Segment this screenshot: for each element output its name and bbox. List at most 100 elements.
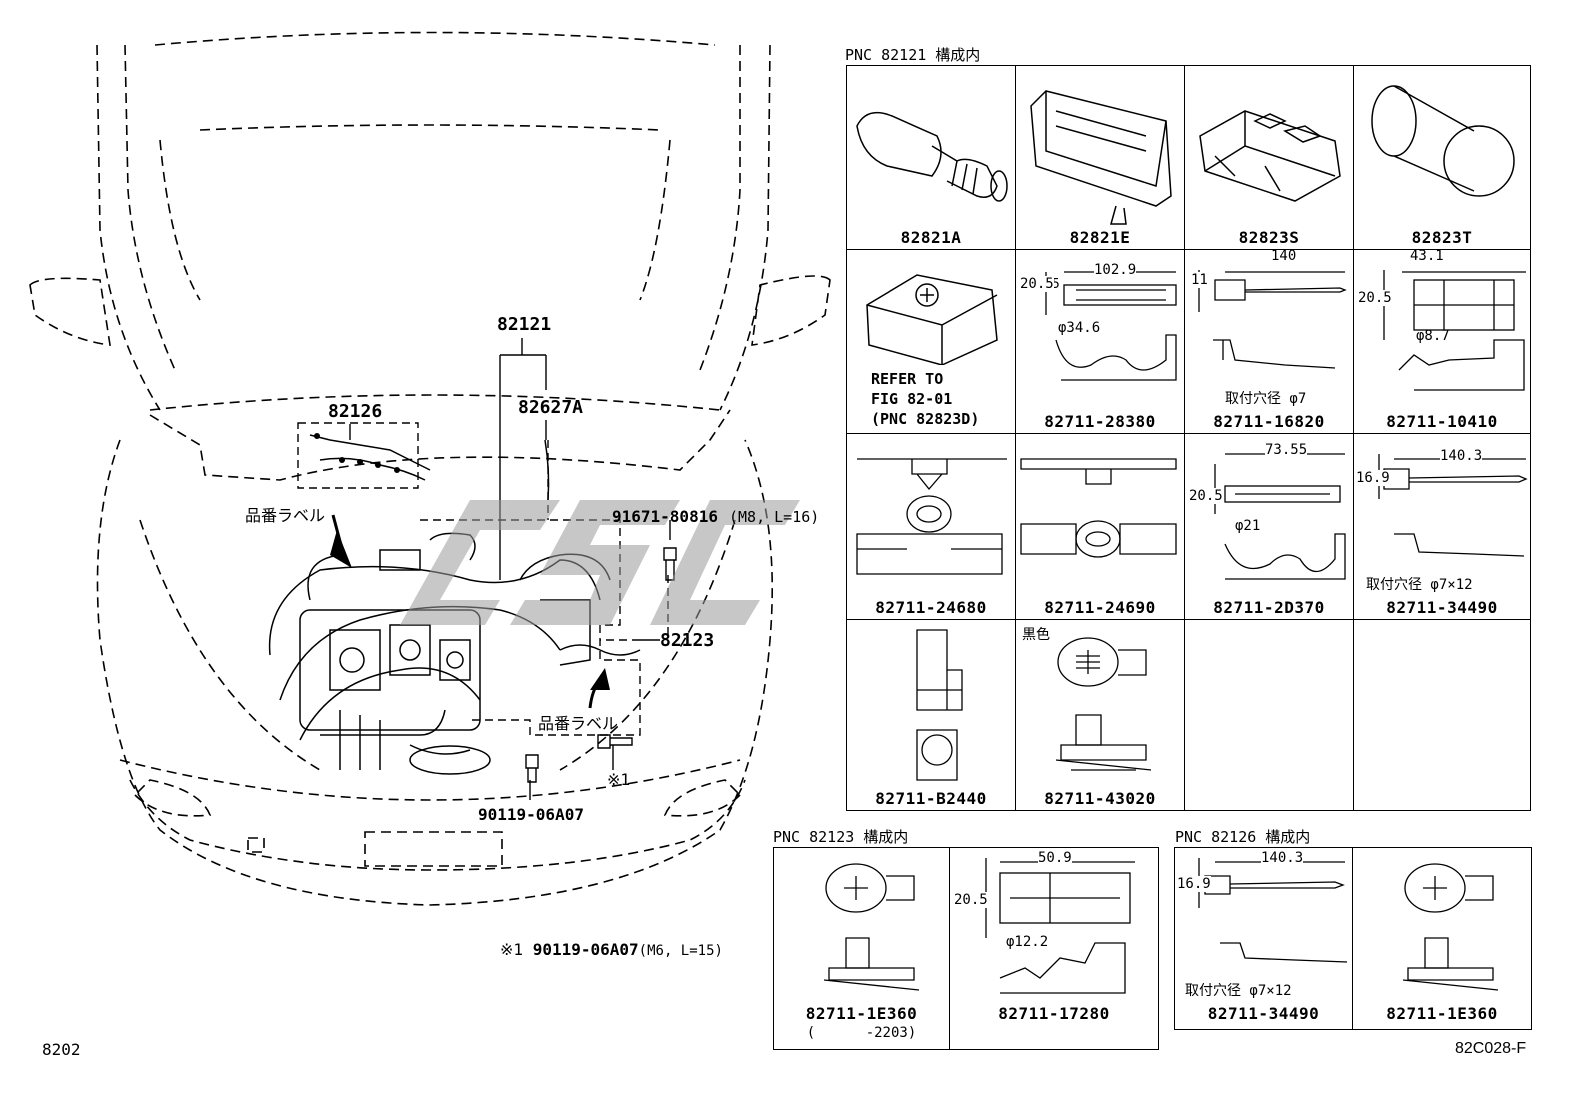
dim-diameter: φ12.2 [1006,934,1049,950]
part-serial-range: ( -2203) [806,1025,917,1041]
footnote-spec: (M6, L=15) [638,943,723,959]
clamp-17280-drawing [985,858,1135,994]
part-cell-82823s[interactable]: 82823S [1184,65,1354,250]
part-number: 82711-2D370 [1213,598,1325,617]
clamp-10410-drawing [1383,270,1526,391]
dim-length: 50.9 [1038,850,1072,866]
dim-height-label: 20.5 [1020,276,1054,292]
page-code-left: 8202 [42,1040,81,1059]
part-cell-82821a[interactable]: 82821A [846,65,1016,250]
part-cell-refer-fig[interactable]: REFER TO FIG 82-01 (PNC 82823D) [846,249,1016,434]
callout-bolt-91671: 91671-80816 [612,507,718,526]
connector-82821a-drawing [856,111,1008,202]
clip-1e360-drawing [823,863,920,991]
clamp-2d370-drawing [1214,453,1346,580]
part-number-label-2: 品番ラベル [538,714,619,733]
mount-hole: 取付穴径 φ7×12 [1185,983,1292,999]
empty-cell [1184,619,1354,811]
part-cell-82711-28380[interactable]: 20.5 102.9 20.5 φ34.6 82711-28380 [1015,249,1185,434]
dim-length: 43.1 [1410,250,1444,264]
part-cell-82711-17280[interactable]: 50.9 20.5 φ12.2 82711-17280 [949,847,1159,1050]
parts-grid-82123: 82711-1E360 ( -2203) 50.9 20.5 [773,847,1159,1050]
part-number: 82711-10410 [1386,412,1498,431]
dim-height-label: 16.9 [1177,876,1211,892]
part-number: 82711-B2440 [875,789,987,808]
empty-cell [1353,619,1531,811]
part-cell-82711-16820[interactable]: 140 11 取付穴径 φ7 82711-16820 [1184,249,1354,434]
clip-24680-drawing [856,458,1007,575]
part-cell-82821e[interactable]: 82821E [1015,65,1185,250]
part-cell-82711-10410[interactable]: 43.1 20.5 φ8.7 82711-10410 [1353,249,1531,434]
part-number: 82711-1E360 [805,1004,918,1023]
callout-82121: 82121 [497,314,552,335]
dim-length: 140.3 [1261,850,1304,866]
clip-24690-drawing [1020,458,1177,558]
page-code-right: 82C028-F [1455,1040,1527,1057]
dim-length: 140 [1271,250,1297,264]
part-cell-82711-24680[interactable]: 82711-24680 [846,433,1016,620]
part-number: 82821E [1069,228,1131,247]
dim-length: 102.9 [1094,262,1137,278]
part-cell-82711-34490-b[interactable]: 140.3 16.9 取付穴径 φ7×12 82711-34490 [1174,847,1353,1030]
part-cell-82711-24690[interactable]: 82711-24690 [1015,433,1185,620]
dim-height-label: 16.9 [1356,470,1390,486]
callout-82627a: 82627A [518,397,584,418]
clamp-82823s-drawing [1199,110,1341,202]
dim-height-label: 11 [1191,272,1208,288]
refer-line-1: REFER TO [871,370,944,388]
part-number: 82823S [1238,228,1300,247]
clip-1e360b-drawing [1402,863,1499,991]
refer-line-3: (PNC 82823D) [871,410,980,428]
part-number: 82711-43020 [1044,789,1156,808]
part-number-label-1: 品番ラベル [245,506,326,525]
holder-b2440-drawing [916,629,963,781]
callout-mark-1: ※1 [607,770,631,789]
part-cell-82823t[interactable]: 82823T [1353,65,1531,250]
part-cell-82711-b2440[interactable]: 82711-B2440 [846,619,1016,811]
callout-bolt-90119: 90119-06A07 [478,805,584,824]
part-number: 82711-24690 [1044,598,1156,617]
mount-hole: 取付穴径 φ7×12 [1366,577,1473,593]
relay-box-drawing [866,274,998,365]
part-cell-82711-34490[interactable]: 140.3 16.9 取付穴径 φ7×12 82711-34490 [1353,433,1531,620]
refer-line-2: FIG 82-01 [871,390,953,408]
part-number: 82711-28380 [1044,412,1156,431]
footnote-mark: ※1 [500,940,524,959]
parts-grid-82121: 82821A 82821E [846,65,1531,811]
callout-82126: 82126 [328,401,383,422]
car-outline-drawing [29,31,1200,906]
clip-43020-drawing [1055,637,1152,771]
dim-length: 140.3 [1440,448,1483,464]
dim-diameter: φ21 [1235,518,1261,534]
callout-82123: 82123 [660,630,715,651]
part-number: 82821A [900,228,962,247]
part-number: 82711-34490 [1207,1004,1320,1023]
callout-bolt-91671-spec: (M8, L=16) [729,508,820,526]
part-cell-82711-2d370[interactable]: 73.55 20.5 φ21 82711-2D370 [1184,433,1354,620]
mount-hole: 取付穴径 φ7 [1225,391,1307,407]
boot-82823t-drawing [1371,85,1515,197]
part-cell-82711-43020[interactable]: 黒色 82711-43020 [1015,619,1185,811]
color-note: 黒色 [1022,627,1050,643]
dim-height-label: 20.5 [1189,488,1223,504]
cover-82821e-drawing [1030,90,1172,225]
dim-length: 73.55 [1265,442,1308,458]
part-number: 82823T [1411,228,1473,247]
dim-diameter: φ34.6 [1058,320,1101,336]
part-number: 82711-1E360 [1386,1004,1498,1023]
dim-diameter: φ8.7 [1416,328,1450,344]
part-number: 82711-34490 [1386,598,1498,617]
footnote: ※1 90119-06A07(M6, L=15) [500,940,723,959]
part-cell-82711-1e360-b[interactable]: 82711-1E360 [1352,847,1532,1030]
part-number: 82711-17280 [998,1004,1110,1023]
dim-height-label: 20.5 [1358,290,1392,306]
group-82123-title: PNC 82123 構成内 [773,828,909,846]
part-number: 82711-16820 [1213,412,1325,431]
footnote-part: 90119-06A07 [532,940,639,959]
part-number: 82711-24680 [875,598,987,617]
tie-16820-drawing [1198,270,1347,369]
parts-grid-82126: 140.3 16.9 取付穴径 φ7×12 82711-34490 [1174,847,1532,1030]
car-diagram: 82121 82126 82627A 82123 91671-80816 (M8… [0,0,1200,1000]
part-cell-82711-1e360[interactable]: 82711-1E360 ( -2203) [773,847,950,1050]
group-82126-title: PNC 82126 構成内 [1175,828,1311,846]
